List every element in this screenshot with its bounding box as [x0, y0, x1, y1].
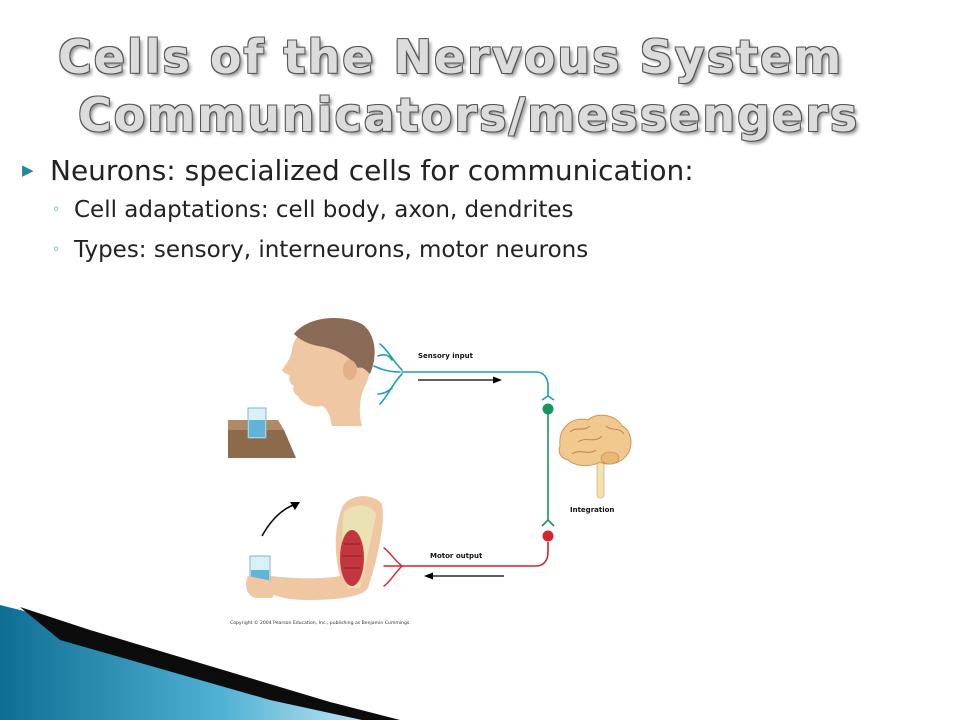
title-line-1: Cells of the Nervous System — [58, 30, 844, 84]
copyright-text: Copyright © 2004 Pearson Education, Inc.… — [230, 619, 411, 626]
circle-outline-icon: ◦ — [52, 202, 61, 218]
subbullet-item: ◦ Types: sensory, interneurons, motor ne… — [52, 230, 920, 270]
brain-illustration — [558, 414, 632, 499]
bullet-list: ▶ Neurons: specialized cells for communi… — [20, 150, 920, 270]
arm-illustration — [246, 496, 383, 600]
sensory-neuron — [373, 343, 549, 405]
triangle-right-icon: ▶ — [22, 161, 34, 179]
circle-outline-icon: ◦ — [52, 242, 61, 258]
sensory-synapse — [541, 395, 555, 527]
title-line-2: Communicators/messengers — [78, 88, 860, 142]
head-illustration — [282, 318, 375, 426]
subbullet-item: ◦ Cell adaptations: cell body, axon, den… — [52, 190, 920, 230]
sensory-input-label: Sensory input — [418, 352, 474, 360]
nervous-system-diagram: Sensory input Integration — [222, 308, 642, 628]
bullet-item: ▶ Neurons: specialized cells for communi… — [20, 150, 920, 190]
subbullet-text-2: Types: sensory, interneurons, motor neur… — [74, 237, 589, 263]
motor-output-label: Motor output — [430, 552, 483, 560]
slide-title: Cells of the Nervous System Communicator… — [58, 28, 859, 144]
motor-arrow — [424, 572, 504, 580]
sensory-arrow — [418, 376, 502, 384]
subbullet-text-1: Cell adaptations: cell body, axon, dendr… — [74, 197, 574, 223]
table-with-glass-illustration — [228, 407, 296, 458]
motor-neuron — [383, 530, 554, 587]
diagram-svg: Sensory input Integration — [228, 318, 632, 626]
integration-label: Integration — [570, 506, 614, 514]
bullet-text: Neurons: specialized cells for communica… — [50, 153, 694, 187]
